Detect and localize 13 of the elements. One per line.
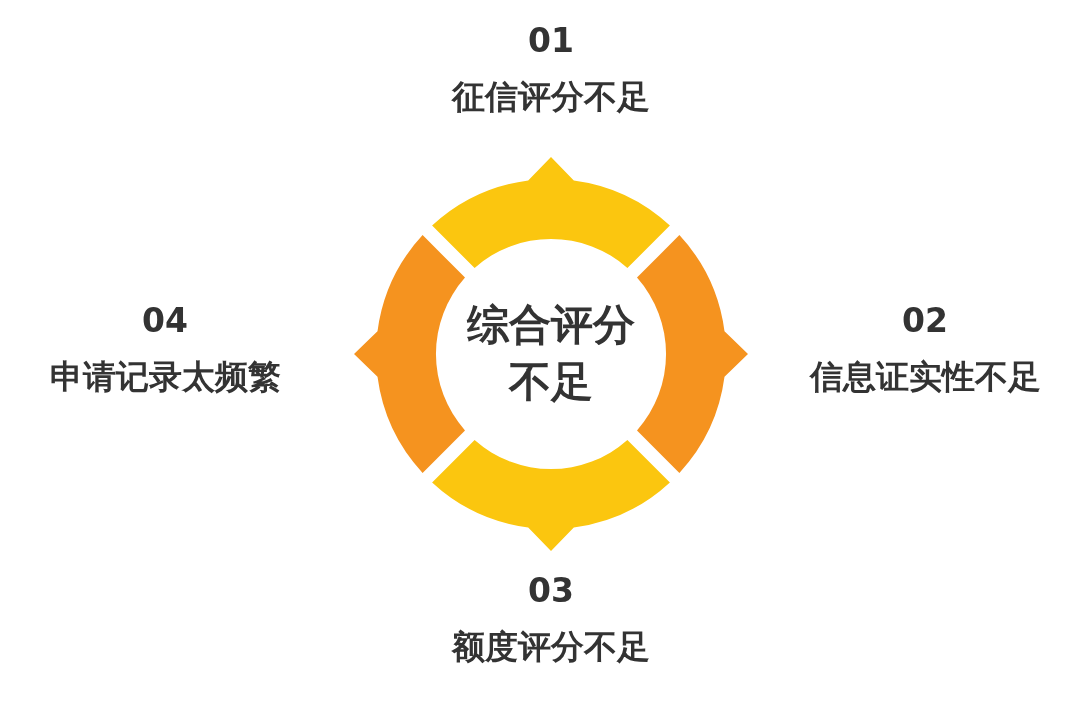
ring-segment bbox=[637, 235, 748, 473]
step-number: 01 bbox=[528, 22, 574, 60]
ring-segment bbox=[354, 235, 465, 473]
step-number: 04 bbox=[142, 302, 188, 340]
center-label: 综合评分不足 bbox=[466, 299, 636, 408]
step-number: 03 bbox=[528, 572, 574, 610]
step-number: 02 bbox=[902, 302, 948, 340]
step-label: 申请记录太频繁 bbox=[49, 357, 281, 396]
step-label: 征信评分不足 bbox=[452, 77, 650, 116]
step-label: 信息证实性不足 bbox=[809, 357, 1041, 396]
ring-segment bbox=[432, 440, 670, 551]
ring-segment bbox=[432, 157, 670, 268]
step-label: 额度评分不足 bbox=[452, 627, 650, 666]
